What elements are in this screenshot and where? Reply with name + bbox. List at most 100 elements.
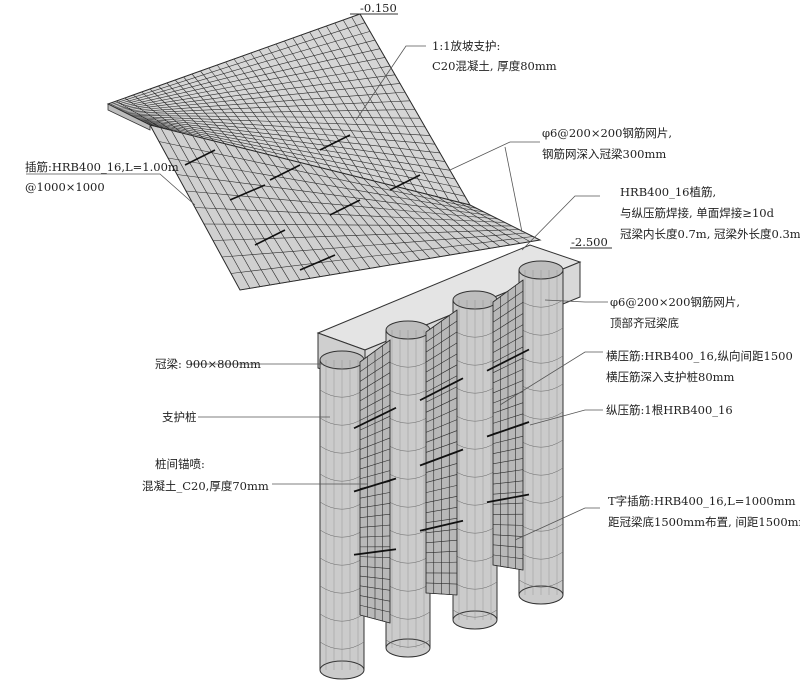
pile-mesh-line-v — [425, 386, 458, 403]
insert-bar-title: 插筋:HRB400_16,L=1.00m — [25, 160, 179, 174]
pile-mesh-line-v — [359, 575, 391, 580]
slope-mesh-line-v — [109, 22, 366, 106]
pile-mesh-line-v — [492, 524, 524, 526]
pile-mesh-line-v — [492, 554, 524, 560]
slope-support-title: 1:1放坡支护: — [432, 39, 500, 53]
insert-bar — [319, 134, 351, 151]
slope-mesh-line-v — [144, 121, 456, 180]
pile-mesh-line-v — [492, 313, 524, 333]
horizontal-bar-title: 横压筋:HRB400_16,纵向间距1500 — [606, 349, 793, 363]
pile-mesh-line-v — [492, 413, 524, 424]
horizontal-press-bar — [419, 448, 464, 467]
t-bar-title: T字插筋:HRB400_16,L=1000mm — [608, 494, 796, 508]
shotcrete-detail: 混凝土_C20,厚度70mm — [142, 479, 269, 493]
horizontal-press-bar — [419, 377, 464, 402]
insert-bar — [184, 149, 216, 166]
horizontal-press-bar — [419, 519, 464, 532]
pile-mesh-line-v — [359, 470, 391, 480]
pile-mesh-line-v — [492, 564, 524, 571]
pile-mesh-line-v — [492, 302, 524, 323]
support-piles — [319, 260, 564, 680]
slope-mesh-line-v — [148, 123, 466, 197]
pile-mesh-title: φ6@200×200钢筋网片, — [610, 295, 740, 309]
elevation-top-label: -0.150 — [360, 1, 397, 15]
slope-mesh-line-v — [138, 118, 441, 154]
pile-mesh-line-v — [359, 535, 391, 538]
pile-mesh-line-v — [492, 502, 524, 505]
slope-mesh-lower-line-v — [176, 174, 492, 216]
pile-mesh-line-v — [425, 364, 458, 383]
slope-mesh-line-v — [117, 57, 386, 110]
pile-mesh-line-v — [425, 353, 458, 373]
pile-mesh-line-v — [359, 350, 391, 372]
pile-mesh-line-v — [492, 346, 524, 363]
slope-mesh-line-v — [142, 120, 451, 171]
pile-mesh-line-v — [359, 614, 391, 624]
pile-label: 支护桩 — [162, 410, 197, 424]
vertical-bar-label: 纵压筋:1根HRB400_16 — [606, 403, 733, 417]
pile-mesh-line-v — [492, 480, 524, 485]
inter-pile-mesh — [353, 279, 530, 624]
pile-mesh-line-v — [425, 441, 458, 453]
slope-mesh-line-v — [119, 65, 391, 111]
slope-mesh-line-v — [140, 119, 446, 162]
slope-mesh-lower-line-v — [212, 229, 520, 241]
pile-mesh-line-v — [359, 361, 391, 382]
pile-mesh-line-v — [359, 556, 391, 558]
pile-mesh-line-v — [425, 550, 458, 554]
horizontal-press-bar — [486, 421, 530, 438]
pile-mesh-line-v — [425, 375, 458, 393]
horizontal-press-bar — [486, 493, 530, 504]
pile-mesh-line-v — [492, 491, 524, 495]
pile-mesh-line-v — [492, 447, 524, 455]
pile-mesh-line-v — [492, 290, 524, 313]
t-bar-detail: 距冠梁底1500mm布置, 间距1500mm — [608, 515, 800, 529]
slope-mesh-lower-line-v — [194, 207, 506, 223]
pile-mesh-line-v — [359, 426, 391, 441]
pile-mesh-line-v — [359, 394, 391, 411]
pile-mesh-line-v — [492, 402, 524, 414]
horizontal-press-bar — [486, 348, 530, 372]
cap-beam-label: 冠梁: 900×800mm — [155, 357, 261, 371]
insert-bar — [229, 184, 266, 201]
insert-bar-detail: @1000×1000 — [25, 180, 105, 194]
elevation-mark-beam: -2.500 — [570, 235, 612, 249]
slope-mesh-line-v — [146, 122, 461, 188]
horizontal-bar-detail: 横压筋深入支护桩80mm — [606, 370, 735, 384]
pile-mesh-line-v — [425, 320, 458, 343]
slope-mesh-line-v — [128, 109, 416, 115]
pile-mesh-line-v — [359, 595, 391, 602]
insert-bar — [254, 229, 286, 246]
pile-mesh-line-v — [492, 368, 524, 384]
slope-mesh-line-v — [134, 117, 431, 136]
horizontal-press-bar — [353, 477, 397, 493]
top-mesh-title: φ6@200×200钢筋网片, — [542, 126, 672, 140]
top-mesh-detail: 钢筋网深入冠梁300mm — [542, 147, 666, 161]
pile-mesh-line-v — [359, 448, 391, 460]
pile-mesh-line-v — [492, 279, 524, 303]
pile-mesh-line-v — [425, 539, 458, 544]
pile-mesh-line-v — [492, 458, 524, 465]
insert-bar — [329, 199, 361, 216]
shotcrete-title: 桩间锚喷: — [155, 457, 205, 471]
elevation-mark-top: -0.150 — [350, 1, 398, 15]
pile-3 — [452, 290, 498, 630]
pile-mesh-line-v — [425, 582, 458, 585]
slope-mesh-line-v — [111, 31, 371, 107]
slope-mesh-line-v — [107, 13, 361, 105]
slope-mesh-line-v — [136, 118, 436, 145]
leader-lines — [26, 45, 608, 541]
pile-mesh-line-v — [492, 357, 524, 374]
pile-mesh-line-v — [425, 528, 458, 534]
pile-mesh-line-v — [359, 513, 391, 518]
pile-mesh-line-v — [359, 566, 391, 569]
insert-bar — [269, 164, 301, 181]
pile-mesh-line-v — [425, 331, 458, 353]
pile-mesh-line-v — [359, 405, 391, 421]
pile-mesh-line-v — [492, 469, 524, 475]
slope-mesh-lower-line-v — [221, 232, 527, 258]
slope-mesh-lower-line-v — [203, 223, 513, 227]
pile-mesh-line-v — [425, 419, 458, 433]
slope-mesh-grid — [107, 13, 541, 291]
